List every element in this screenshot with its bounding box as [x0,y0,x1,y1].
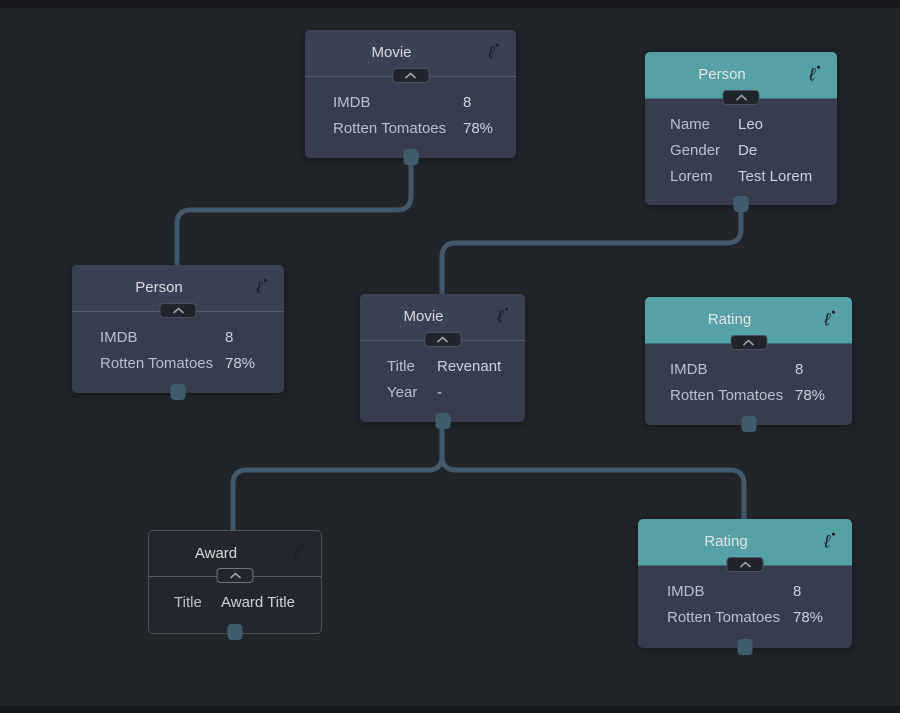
chevron-up-icon [436,336,449,343]
field-label: Title [174,594,202,611]
node-body: IMDB 8 Rotten Tomatoes 78% [305,77,516,142]
field-label: Year [387,384,418,401]
edit-pencil-icon[interactable]: ℓ [497,306,508,327]
field-row: Gender De [645,138,837,164]
field-value: Test Lorem [738,168,813,185]
field-row: Lorem Test Lorem [645,164,837,190]
field-value: 78% [793,609,824,626]
node-title: Award [194,545,238,562]
node-title: Movie [403,308,444,325]
chevron-up-icon [739,561,751,568]
chevron-up-icon [735,94,747,101]
node-title: Movie [371,44,412,61]
field-row: Year - [360,380,525,406]
field-label: IMDB [100,329,138,346]
letterbox-top [0,0,900,8]
edge-movie-center-to-award[interactable] [230,420,445,533]
node-movie-top[interactable]: Movie ℓ IMDB 8 Rotten Tomatoes 78% [305,30,516,165]
field-value: 78% [463,120,494,137]
field-value: 8 [795,361,804,378]
field-row: Rotten Tomatoes 78% [72,351,284,377]
field-value: Award Title [221,594,295,611]
field-value: 8 [225,329,234,346]
node-title: Person [135,279,183,296]
output-port[interactable] [733,196,749,212]
field-value: Revenant [437,358,502,375]
edit-pencil-icon[interactable]: ℓ [256,277,267,298]
collapse-button[interactable] [159,303,197,318]
field-label: Gender [670,142,721,159]
node-body: Title Revenant Year - [360,341,525,406]
field-row: IMDB 8 [305,90,516,116]
node-title: Rating [704,533,748,550]
output-port[interactable] [403,149,418,165]
field-label: IMDB [667,583,705,600]
node-body: Name Leo Gender De Lorem Test Lorem [645,99,837,190]
letterbox-bottom [0,706,900,713]
edit-pencil-icon[interactable]: ℓ [488,42,499,63]
field-row: Title Award Title [149,590,321,616]
node-title: Rating [707,311,752,328]
field-value: Leo [738,116,764,133]
node-body: IMDB 8 Rotten Tomatoes 78% [645,344,852,409]
field-row: Rotten Tomatoes 78% [305,116,516,142]
node-body: IMDB 8 Rotten Tomatoes 78% [72,312,284,377]
collapse-button[interactable] [424,332,461,347]
field-row: Rotten Tomatoes 78% [645,383,852,409]
node-movie-center[interactable]: Movie ℓ Title Revenant Year - [360,294,525,429]
field-label: Name [670,116,711,133]
chevron-up-icon [742,339,755,346]
field-row: Rotten Tomatoes 78% [638,605,852,631]
node-rating-bottom[interactable]: Rating ℓ IMDB 8 Rotten Tomatoes 78% [638,519,852,655]
field-label: IMDB [333,94,371,111]
edit-pencil-icon[interactable]: ℓ [293,543,304,564]
node-person-left[interactable]: Person ℓ IMDB 8 Rotten Tomatoes 78% [72,265,284,400]
field-value: 8 [463,94,472,111]
collapse-button[interactable] [730,335,767,350]
field-label: Title [387,358,415,375]
field-label: Lorem [670,168,713,185]
chevron-up-icon [404,72,417,79]
field-label: Rotten Tomatoes [670,387,784,404]
node-rating-right[interactable]: Rating ℓ IMDB 8 Rotten Tomatoes 78% [645,297,852,432]
node-body: Title Award Title [149,577,321,616]
chevron-up-icon [172,307,184,314]
field-row: IMDB 8 [645,357,852,383]
edit-pencil-icon[interactable]: ℓ [824,531,835,552]
field-value: 78% [795,387,826,404]
field-value: - [437,384,442,401]
node-person-right[interactable]: Person ℓ Name Leo Gender De Lorem Test L… [645,52,837,212]
field-row: Title Revenant [360,354,525,380]
edge-person-right-to-movie-center[interactable] [439,203,744,297]
field-label: Rotten Tomatoes [333,120,447,137]
field-label: IMDB [670,361,708,378]
node-body: IMDB 8 Rotten Tomatoes 78% [638,566,852,631]
chevron-up-icon [229,572,241,579]
output-port[interactable] [741,416,756,432]
output-port[interactable] [170,384,186,400]
edge-movie-center-to-rating-bottom[interactable] [439,420,747,522]
collapse-button[interactable] [392,68,429,83]
output-port[interactable] [435,413,450,429]
collapse-button[interactable] [726,557,764,572]
field-value: 78% [225,355,256,372]
node-award[interactable]: Award ℓ Title Award Title [148,530,322,640]
field-row: Name Leo [645,112,837,138]
field-label: Rotten Tomatoes [667,609,781,626]
collapse-button[interactable] [216,568,254,583]
edit-pencil-icon[interactable]: ℓ [824,309,835,330]
field-value: 8 [793,583,802,600]
field-value: De [738,142,758,159]
output-port[interactable] [737,639,753,655]
field-row: IMDB 8 [72,325,284,351]
edit-pencil-icon[interactable]: ℓ [809,64,820,85]
output-port[interactable] [227,624,243,640]
field-label: Rotten Tomatoes [100,355,214,372]
node-title: Person [698,66,746,83]
edge-movie-top-to-person-left[interactable] [174,156,414,268]
collapse-button[interactable] [722,90,760,105]
field-row: IMDB 8 [638,579,852,605]
